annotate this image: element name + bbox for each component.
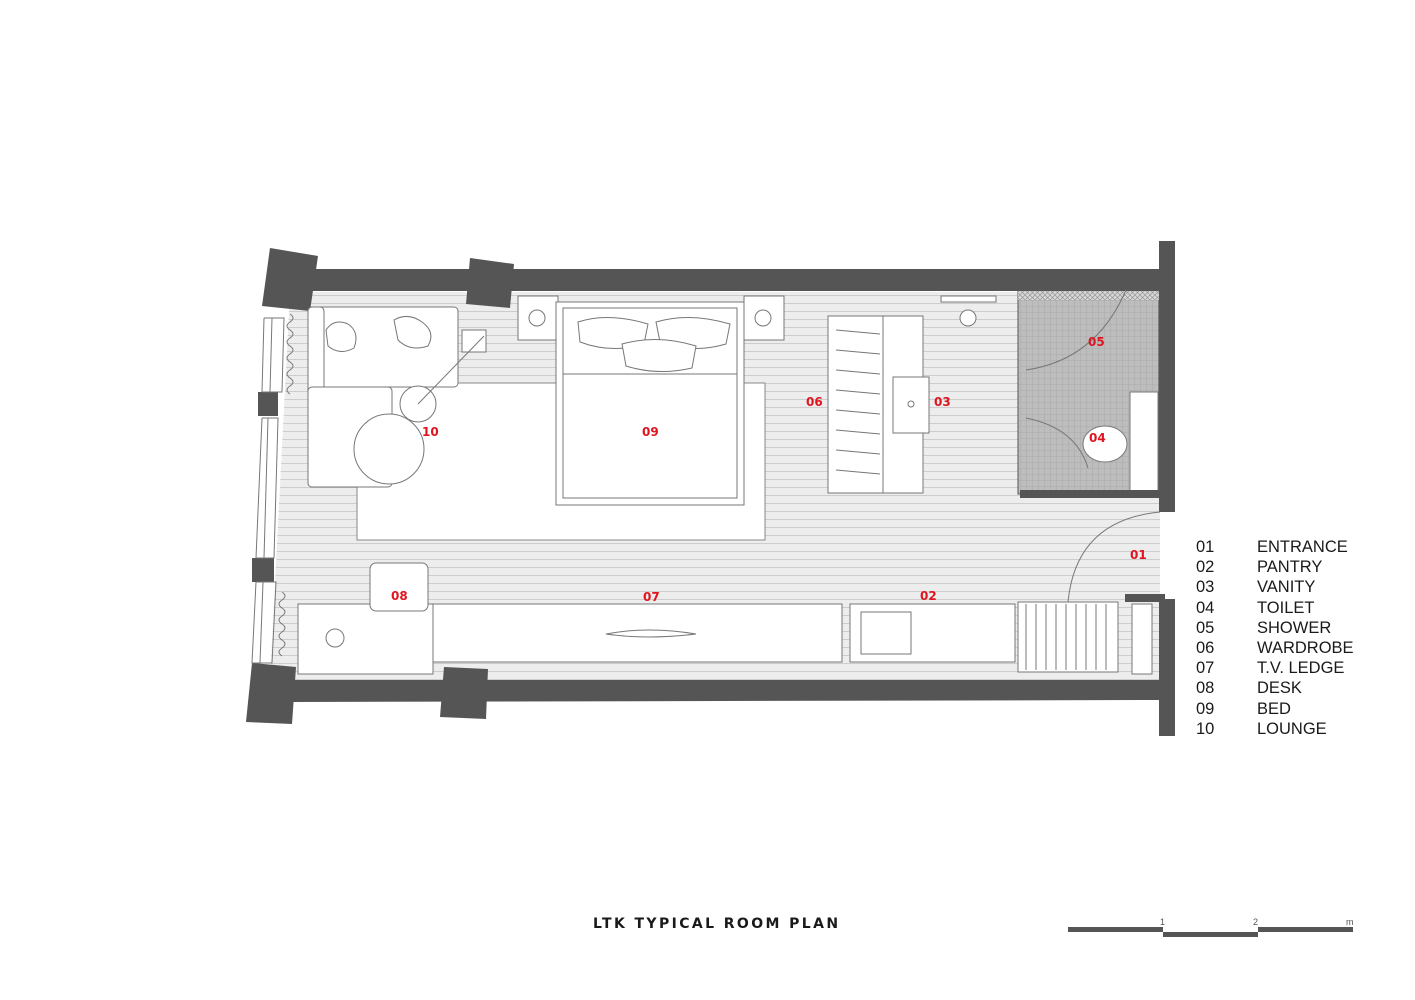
column-bottom-middle (440, 667, 488, 719)
legend-name: T.V. LEDGE (1257, 659, 1345, 678)
left-pier-1 (258, 392, 278, 416)
legend-code: 03 (1196, 578, 1215, 597)
legend-code: 02 (1196, 558, 1215, 577)
label-pantry: 02 (920, 589, 937, 603)
right-door-jamb (1125, 594, 1165, 602)
label-lounge: 10 (422, 425, 439, 439)
left-column-top (262, 248, 318, 311)
legend-row: 02 PANTRY (1196, 557, 1354, 577)
legend-name: LOUNGE (1257, 719, 1327, 738)
bathroom (1017, 289, 1160, 498)
left-pier-2 (252, 558, 274, 582)
wardrobe-vanity (827, 295, 997, 494)
legend-name: ENTRANCE (1257, 538, 1348, 556)
legend-name: DESK (1257, 679, 1302, 698)
scale-bar: 1 2 m (1068, 917, 1354, 937)
label-shower: 05 (1088, 335, 1105, 349)
legend-row: 09 BED (1196, 699, 1354, 719)
label-entrance: 01 (1130, 548, 1147, 562)
legend-name: VANITY (1257, 578, 1316, 597)
legend-code: 08 (1196, 679, 1215, 698)
legend-row: 01 ENTRANCE (1196, 537, 1354, 557)
scale-tick-1: 1 (1160, 917, 1165, 927)
legend-code: 09 (1196, 699, 1215, 718)
label-desk: 08 (391, 589, 408, 603)
label-toilet: 04 (1089, 431, 1106, 445)
tv-ledge-pantry (297, 562, 1153, 675)
legend-name: BED (1257, 699, 1291, 718)
top-wall (312, 269, 1160, 291)
scale-unit: m (1346, 917, 1354, 927)
left-column-bottom (246, 663, 296, 724)
entrance-door-swing (1067, 511, 1161, 603)
label-bed: 09 (642, 425, 659, 439)
legend-row: 06 WARDROBE (1196, 638, 1354, 658)
right-wall-lower (1159, 599, 1175, 736)
legend-name: TOILET (1257, 598, 1315, 617)
legend-code: 05 (1196, 618, 1215, 637)
legend-row: 08 DESK (1196, 678, 1354, 698)
left-windows (251, 313, 294, 664)
label-tv-ledge: 07 (643, 590, 660, 604)
bottom-wall (290, 680, 1160, 702)
bed-furniture (517, 295, 785, 506)
right-wall-upper (1159, 241, 1175, 512)
legend-code: 01 (1196, 538, 1215, 556)
lounge-furniture (307, 306, 487, 488)
legend-code: 07 (1196, 659, 1215, 678)
walls (246, 241, 1175, 736)
legend-row: 05 SHOWER (1196, 618, 1354, 638)
plan-title: LTK TYPICAL ROOM PLAN (593, 916, 841, 932)
legend-row: 04 TOILET (1196, 598, 1354, 618)
legend-row: 03 VANITY (1196, 577, 1354, 597)
scale-tick-2: 2 (1253, 917, 1258, 927)
legend-code: 10 (1196, 719, 1215, 738)
legend-code: 06 (1196, 638, 1215, 657)
legend-row: 07 T.V. LEDGE (1196, 658, 1354, 678)
legend-row: 10 LOUNGE (1196, 719, 1354, 739)
room-labels: 01 02 03 04 05 06 07 08 09 10 (391, 335, 1147, 604)
legend-name: WARDROBE (1257, 638, 1354, 657)
legend-code: 04 (1196, 598, 1215, 617)
legend-name: SHOWER (1257, 618, 1332, 637)
label-wardrobe: 06 (806, 395, 823, 409)
legend-name: PANTRY (1257, 558, 1323, 577)
column-top-middle (466, 258, 514, 308)
room-legend: 01 ENTRANCE 02 PANTRY 03 VANITY 04 TOILET 05… (1196, 537, 1354, 739)
label-vanity: 03 (934, 395, 951, 409)
